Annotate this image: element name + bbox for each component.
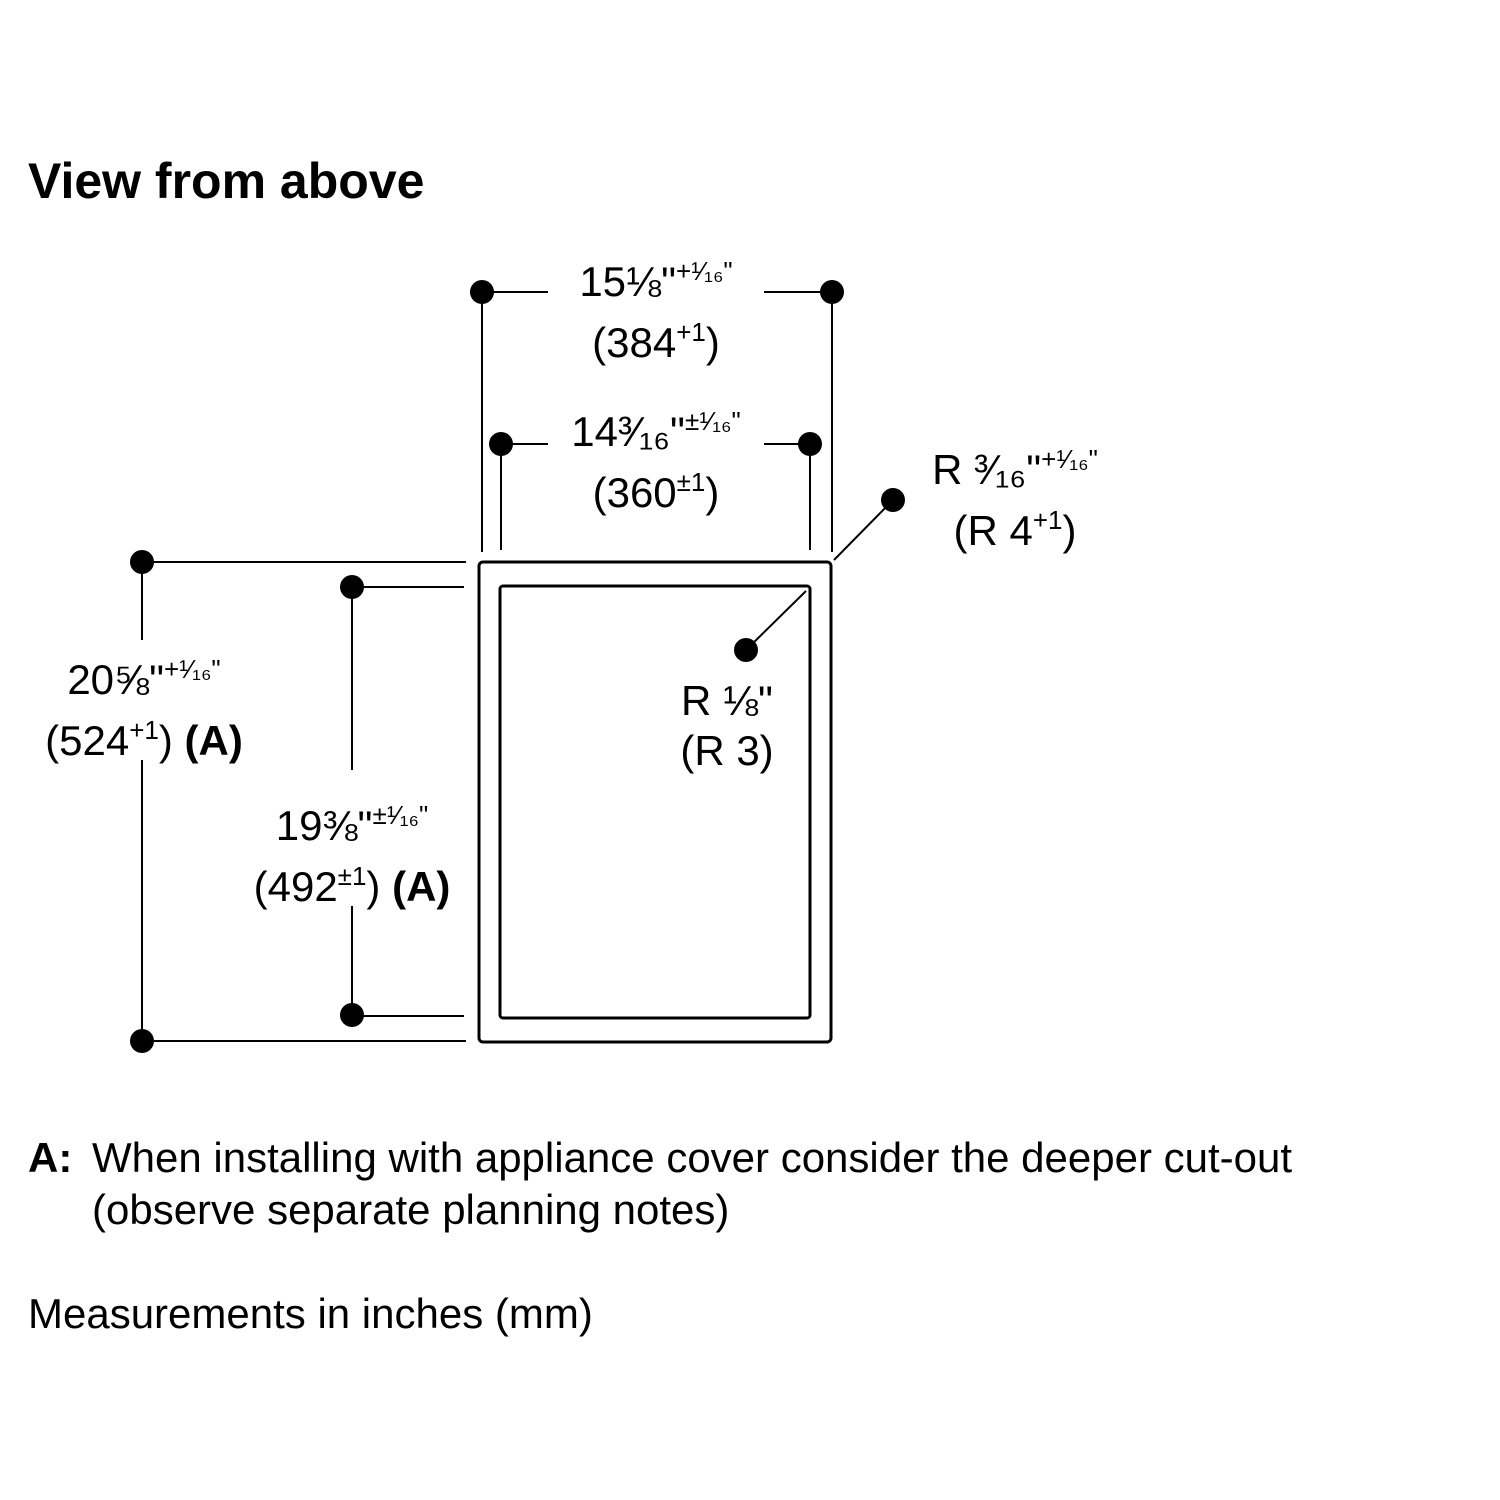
dimension-endpoint-dot	[734, 638, 758, 662]
outer-depth-dimension-line	[141, 561, 466, 1042]
dimension-endpoint-dot	[130, 1029, 154, 1053]
dimension-endpoint-dot	[340, 575, 364, 599]
footnote-a: A: When installing with appliance cover c…	[28, 1132, 1292, 1236]
paren-close: )	[1062, 507, 1077, 554]
dimension-endpoint-dot	[340, 1003, 364, 1027]
dimension-endpoint-dot	[881, 488, 905, 512]
dimension-endpoint-dot	[130, 550, 154, 574]
inner-depth-inch: 19⅜"	[275, 802, 373, 849]
note-reference-a: (A)	[184, 717, 243, 764]
outer-width-mm: (384	[592, 319, 677, 366]
note-reference-a: (A)	[392, 863, 451, 910]
paren-close: )	[705, 469, 720, 516]
inner-cutout-outline	[498, 584, 812, 1020]
inner-width-label: 14³⁄₁₆"±¹⁄₁₆" (360±1)	[540, 396, 772, 518]
diagram-title: View from above	[28, 153, 425, 209]
inner-radius-inch: R ⅛"	[681, 677, 773, 724]
dimension-endpoint-dot	[798, 432, 822, 456]
outer-width-inch: 15⅛"	[579, 258, 676, 305]
outer-width-label: 15⅛"+¹⁄₁₆" (384+1)	[548, 246, 764, 368]
outer-cutout-outline	[477, 560, 833, 1044]
inner-radius-label: R ⅛" (R 3)	[652, 676, 802, 776]
inner-depth-mm-tolerance: ±1	[337, 861, 367, 891]
outer-radius-mm: (R 4	[953, 507, 1033, 554]
paren-close: )	[705, 319, 720, 366]
outer-radius-inch: R ³⁄₁₆"	[932, 446, 1042, 493]
outer-depth-inch: 20⅝"	[67, 656, 164, 703]
inner-width-mm: (360	[592, 469, 677, 516]
inner-depth-inch-tolerance: ±¹⁄₁₆"	[372, 800, 429, 830]
footnote-separator: :	[58, 1134, 73, 1181]
dimension-endpoint-dot	[820, 280, 844, 304]
inner-width-dimension-line	[500, 443, 811, 550]
outer-depth-label: 20⅝"+¹⁄₁₆" (524+1) (A)	[28, 644, 260, 766]
inner-depth-label: 19⅜"±¹⁄₁₆" (492±1) (A)	[234, 790, 470, 912]
dimension-endpoint-dot	[470, 280, 494, 304]
footnote-key: A	[28, 1134, 59, 1181]
inner-depth-mm: (492	[253, 863, 338, 910]
outer-radius-inch-tolerance: +¹⁄₁₆"	[1041, 444, 1098, 474]
inner-radius-leader	[745, 590, 807, 651]
units-note: Measurements in inches (mm)	[28, 1290, 593, 1337]
inner-width-inch: 14³⁄₁₆"	[571, 408, 685, 455]
dimension-endpoint-dot	[489, 432, 513, 456]
outer-depth-mm-tolerance: +1	[129, 715, 159, 745]
footnote-line-2: (observe separate planning notes)	[92, 1186, 730, 1233]
outer-width-mm-tolerance: +1	[676, 317, 706, 347]
outer-radius-label: R ³⁄₁₆"+¹⁄₁₆" (R 4+1)	[900, 434, 1130, 556]
outer-radius-mm-tolerance: +1	[1032, 505, 1063, 535]
outer-depth-inch-tolerance: +¹⁄₁₆"	[163, 654, 221, 684]
outer-width-dimension-line	[481, 291, 833, 552]
outer-depth-mm: (524	[45, 717, 130, 764]
inner-width-inch-tolerance: ±¹⁄₁₆"	[684, 406, 741, 436]
inner-width-mm-tolerance: ±1	[676, 467, 706, 497]
paren-close: )	[366, 863, 381, 910]
outer-radius-leader	[833, 499, 894, 561]
inner-depth-dimension-line	[351, 586, 464, 1017]
inner-radius-mm: (R 3)	[680, 727, 774, 774]
footnote-line-1: When installing with appliance cover con…	[92, 1134, 1293, 1181]
outer-width-inch-tolerance: +¹⁄₁₆"	[675, 256, 733, 286]
paren-close: )	[158, 717, 173, 764]
